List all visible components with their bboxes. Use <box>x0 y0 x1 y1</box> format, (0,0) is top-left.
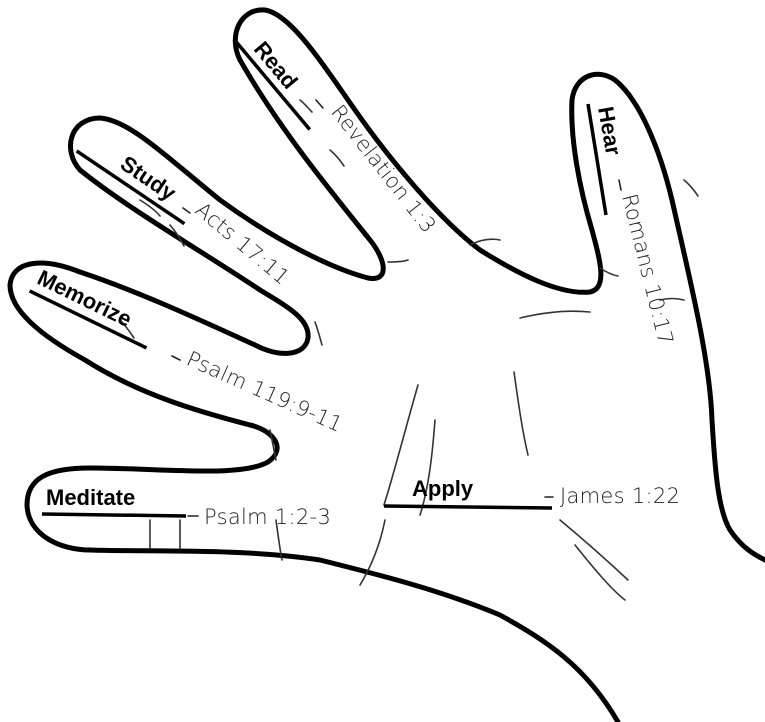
finger-crease <box>684 180 698 196</box>
meditate-label: Meditate <box>46 485 135 510</box>
apply-label: Apply <box>412 476 474 501</box>
hand-outline <box>10 10 765 722</box>
meditate-reference: Psalm 1:2-3 <box>204 505 331 529</box>
apply-underline <box>384 506 552 508</box>
apply-reference: James 1:22 <box>560 484 680 508</box>
meditate-underline <box>42 514 186 516</box>
